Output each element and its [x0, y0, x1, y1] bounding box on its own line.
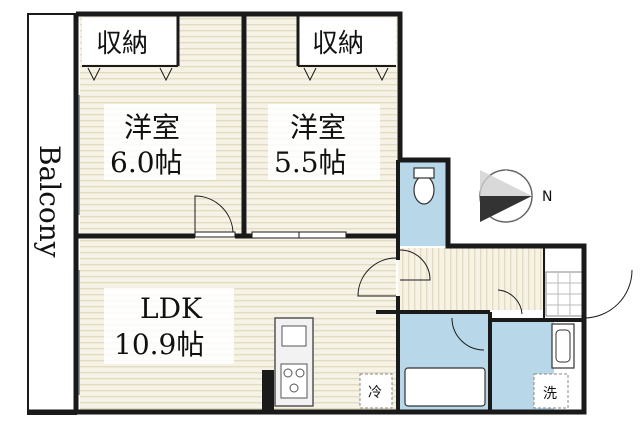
- compass: N: [479, 169, 552, 223]
- ldk-size: 10.9帖: [114, 328, 204, 361]
- fridge-label: 冷: [368, 385, 382, 401]
- sink: [281, 325, 307, 347]
- washer-label: 洗: [543, 386, 557, 402]
- balcony: [27, 13, 77, 415]
- western-room-1-size: 6.0帖: [110, 146, 183, 179]
- western-room-2-name: 洋室: [290, 111, 346, 144]
- bathtub: [404, 367, 486, 407]
- fridge-space: [359, 373, 393, 409]
- outer-wall: [28, 11, 587, 415]
- hallway: [398, 248, 546, 310]
- washer-space: [533, 373, 569, 409]
- toilet-icon: [413, 175, 435, 205]
- compass-north-label: N: [542, 189, 552, 205]
- storage-1: [82, 18, 178, 64]
- stove-burner: [283, 368, 293, 378]
- storage-label-2: 収納: [312, 29, 364, 59]
- balcony-label: Balcony: [33, 145, 66, 258]
- storage-2: [298, 18, 396, 64]
- western-room-2-size: 5.5帖: [274, 146, 347, 179]
- storage-label-1: 収納: [96, 29, 148, 59]
- ldk-name: LDK: [140, 292, 203, 325]
- western-room-1-name: 洋室: [124, 111, 180, 144]
